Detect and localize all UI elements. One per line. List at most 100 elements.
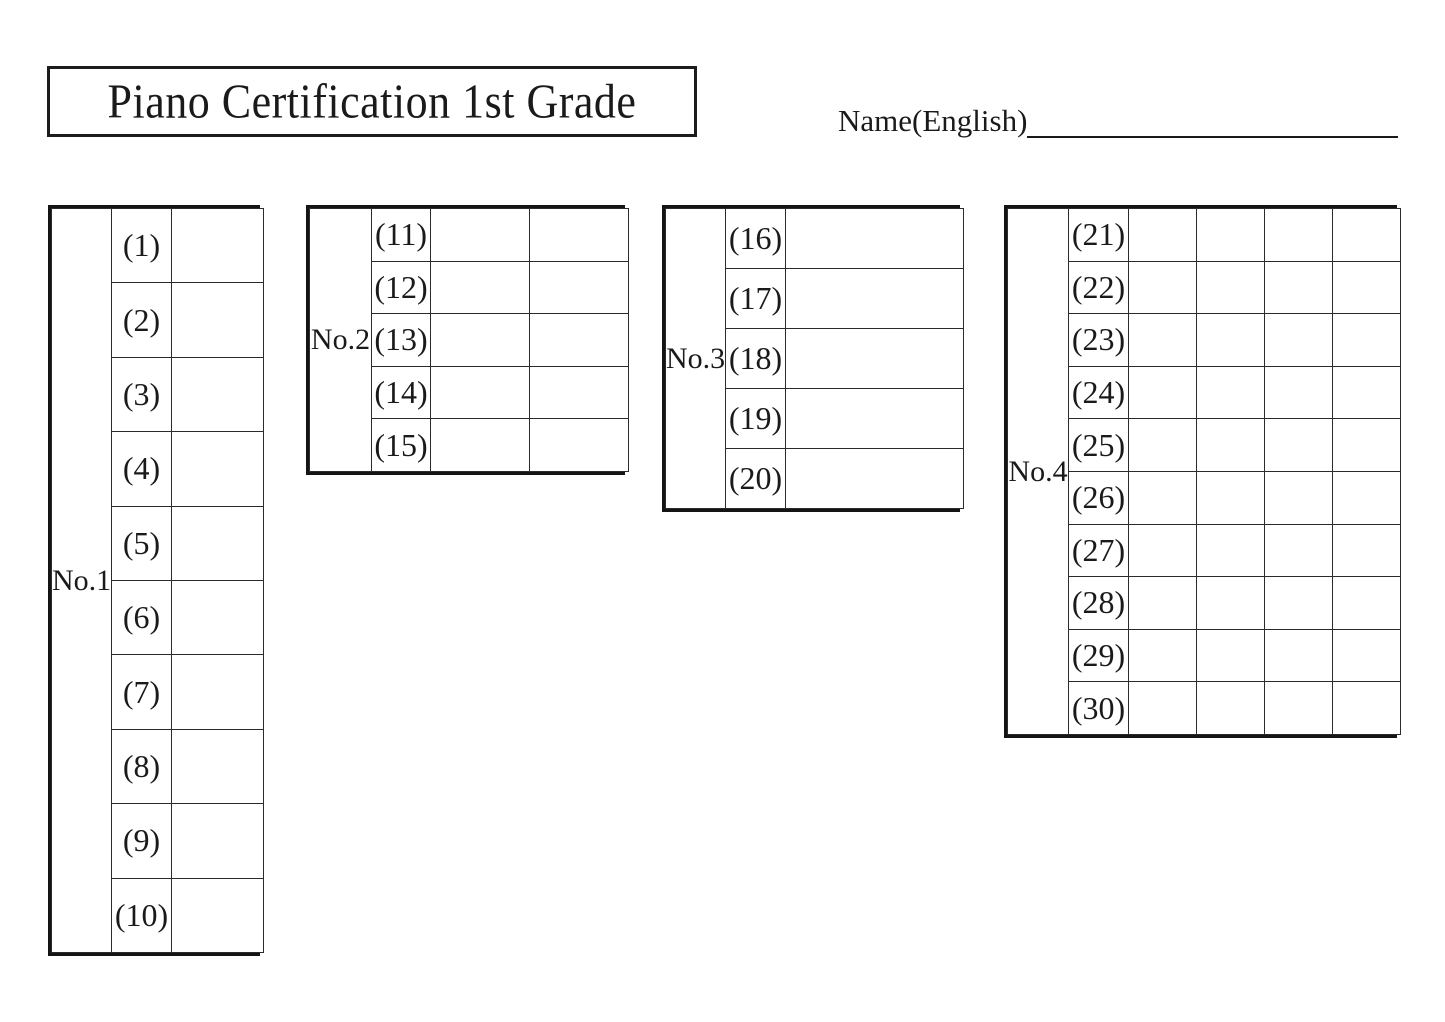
answer-cell[interactable] <box>1332 260 1401 315</box>
answer-cell[interactable] <box>1128 418 1197 472</box>
answer-table-no4: No.4(21)(22)(23)(24)(25)(26)(27)(28)(29)… <box>1004 205 1401 738</box>
answer-cell[interactable] <box>1332 681 1401 735</box>
answer-cell[interactable] <box>1332 313 1401 367</box>
answer-cell[interactable] <box>1196 681 1265 735</box>
answer-cell[interactable] <box>171 282 264 358</box>
answer-cell[interactable] <box>1196 418 1265 472</box>
answer-cell[interactable] <box>1332 576 1401 630</box>
answer-cell[interactable] <box>430 365 530 420</box>
answer-row: (14) <box>310 365 629 420</box>
answer-cell[interactable] <box>1332 365 1401 420</box>
sheet-table: No.4(21)(22)(23)(24)(25)(26)(27)(28)(29)… <box>1007 208 1401 735</box>
question-number: (17) <box>725 268 786 329</box>
sheet-table: No.1(1)(2)(3)(4)(5)(6)(7)(8)(9)(10) <box>51 207 264 954</box>
question-number: (30) <box>1068 681 1129 735</box>
page-title: Piano Certification 1st Grade <box>107 74 637 129</box>
answer-cell[interactable] <box>1332 523 1401 578</box>
question-number: (9) <box>111 803 172 879</box>
answer-cell[interactable] <box>529 260 629 315</box>
answer-cell[interactable] <box>171 877 264 954</box>
question-number: (4) <box>111 431 172 507</box>
title-box: Piano Certification 1st Grade <box>47 66 697 137</box>
answer-cell[interactable] <box>430 418 530 472</box>
answer-cell[interactable] <box>1264 576 1333 630</box>
answer-cell[interactable] <box>785 208 964 269</box>
answer-cell[interactable] <box>1128 365 1197 420</box>
answer-cell[interactable] <box>1128 576 1197 630</box>
table-label: No.4 <box>1007 208 1069 735</box>
question-number: (6) <box>111 579 172 656</box>
answer-cell[interactable] <box>1264 365 1333 420</box>
answer-cell[interactable] <box>171 356 264 433</box>
answer-cell[interactable] <box>529 418 629 472</box>
sheet-table: No.3(16)(17)(18)(19)(20) <box>665 208 964 509</box>
answer-cell[interactable] <box>529 208 629 262</box>
answer-cell[interactable] <box>1196 208 1265 262</box>
answer-cell[interactable] <box>1264 313 1333 367</box>
answer-cell[interactable] <box>1264 523 1333 578</box>
answer-cell[interactable] <box>1128 313 1197 367</box>
answer-cell[interactable] <box>1332 628 1401 683</box>
answer-cell[interactable] <box>1264 681 1333 735</box>
answer-cell[interactable] <box>1128 260 1197 315</box>
answer-cell[interactable] <box>1264 260 1333 315</box>
question-number: (15) <box>371 418 431 472</box>
answer-cell[interactable] <box>171 728 264 805</box>
answer-row: (20) <box>666 448 964 509</box>
answer-cell[interactable] <box>1264 470 1333 525</box>
question-number: (10) <box>111 877 172 954</box>
answer-row: (4) <box>52 431 264 507</box>
answer-cell[interactable] <box>430 313 530 367</box>
answer-cell[interactable] <box>1332 418 1401 472</box>
answer-cell[interactable] <box>1128 628 1197 683</box>
answer-cell[interactable] <box>1196 313 1265 367</box>
answer-row: (13) <box>310 313 629 367</box>
question-number: (23) <box>1068 313 1129 367</box>
answer-cell[interactable] <box>1196 470 1265 525</box>
answer-row: (6) <box>52 579 264 656</box>
answer-row: No.2(11) <box>309 208 629 472</box>
answer-cell[interactable] <box>1196 260 1265 315</box>
question-number: (29) <box>1068 628 1129 683</box>
question-number: (24) <box>1068 365 1129 420</box>
answer-cell[interactable] <box>1128 208 1197 262</box>
answer-row: (23) <box>1008 313 1401 367</box>
answer-row: (9) <box>52 803 264 879</box>
answer-cell[interactable] <box>171 579 264 656</box>
answer-cell[interactable] <box>1196 365 1265 420</box>
question-number: (21) <box>1068 208 1129 262</box>
answer-cell[interactable] <box>430 260 530 315</box>
answer-cell[interactable] <box>1128 470 1197 525</box>
answer-cell[interactable] <box>785 448 964 509</box>
answer-cell[interactable] <box>1332 470 1401 525</box>
answer-cell[interactable] <box>1264 628 1333 683</box>
answer-cell[interactable] <box>785 328 964 389</box>
answer-cell[interactable] <box>1332 208 1401 262</box>
answer-row: No.3(16) <box>665 208 964 509</box>
answer-cell[interactable] <box>1128 523 1197 578</box>
answer-row: (10) <box>52 877 264 954</box>
sheet-table: No.2(11)(12)(13)(14)(15) <box>309 208 629 472</box>
question-number: (12) <box>371 260 431 315</box>
question-number: (26) <box>1068 470 1129 525</box>
answer-cell[interactable] <box>785 268 964 329</box>
answer-cell[interactable] <box>171 654 264 730</box>
answer-cell[interactable] <box>171 431 264 507</box>
answer-cell[interactable] <box>785 388 964 449</box>
answer-cell[interactable] <box>1264 418 1333 472</box>
answer-cell[interactable] <box>1264 208 1333 262</box>
answer-cell[interactable] <box>430 208 530 262</box>
answer-cell[interactable] <box>1196 576 1265 630</box>
name-input-line[interactable] <box>1027 136 1398 138</box>
answer-cell[interactable] <box>1196 628 1265 683</box>
answer-cell[interactable] <box>171 505 264 581</box>
answer-cell[interactable] <box>1196 523 1265 578</box>
answer-cell[interactable] <box>171 207 264 284</box>
answer-cell[interactable] <box>171 803 264 879</box>
answer-row: (12) <box>310 260 629 315</box>
answer-table-no1: No.1(1)(2)(3)(4)(5)(6)(7)(8)(9)(10) <box>48 205 264 956</box>
answer-cell[interactable] <box>1128 681 1197 735</box>
answer-cell[interactable] <box>529 365 629 420</box>
answer-cell[interactable] <box>529 313 629 367</box>
